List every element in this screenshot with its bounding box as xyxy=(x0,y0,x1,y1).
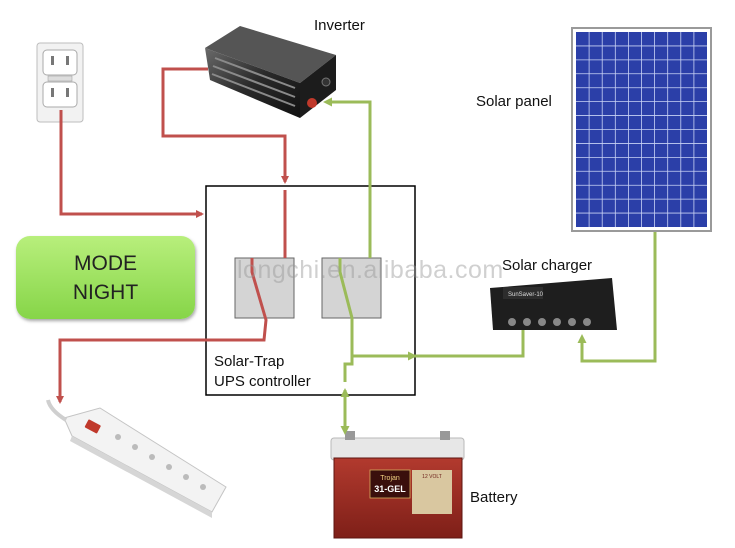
solar-panel-label: Solar panel xyxy=(476,93,552,110)
inverter-device xyxy=(205,26,336,118)
wire-switch-to-charger xyxy=(338,258,525,358)
controller-label-line2: UPS controller xyxy=(214,373,311,390)
controller-label-line1: Solar-Trap xyxy=(214,353,285,370)
watermark-text: longchi.en.alibaba.com xyxy=(237,256,504,284)
controller-label: Solar-Trap UPS controller xyxy=(214,352,311,392)
controller-box xyxy=(205,185,416,396)
battery-model-text: 31-GEL xyxy=(374,484,406,494)
solar-panel xyxy=(571,27,712,232)
battery-voltage-text: 12 VOLT xyxy=(422,474,442,480)
wire-switch-to-strip xyxy=(56,258,268,404)
inverter-label: Inverter xyxy=(314,17,365,34)
battery: Trojan 31-GEL 12 VOLT xyxy=(330,431,465,539)
wire-inverter-to-controller xyxy=(161,67,289,184)
wire-panel-to-charger xyxy=(577,232,657,363)
mode-line2: NIGHT xyxy=(72,280,139,304)
dc-wires xyxy=(323,97,657,435)
relay-switch-right xyxy=(321,257,382,319)
battery-label: Battery xyxy=(470,489,518,506)
mode-line1: MODE xyxy=(74,251,137,275)
charger-brand-text: SunSaver-10 xyxy=(508,292,544,298)
solar-charger-label: Solar charger xyxy=(502,257,593,274)
mode-indicator: MODE NIGHT xyxy=(16,236,195,319)
wire-to-battery xyxy=(343,356,354,382)
solar-charger: SunSaver-10 xyxy=(490,278,617,330)
wall-outlet xyxy=(36,42,84,123)
wire-outlet-to-controller xyxy=(59,110,204,218)
power-strip xyxy=(46,399,227,518)
battery-brand-text: Trojan xyxy=(380,475,400,482)
wire-controller-to-inverter xyxy=(323,97,372,258)
ac-wires xyxy=(56,67,289,404)
